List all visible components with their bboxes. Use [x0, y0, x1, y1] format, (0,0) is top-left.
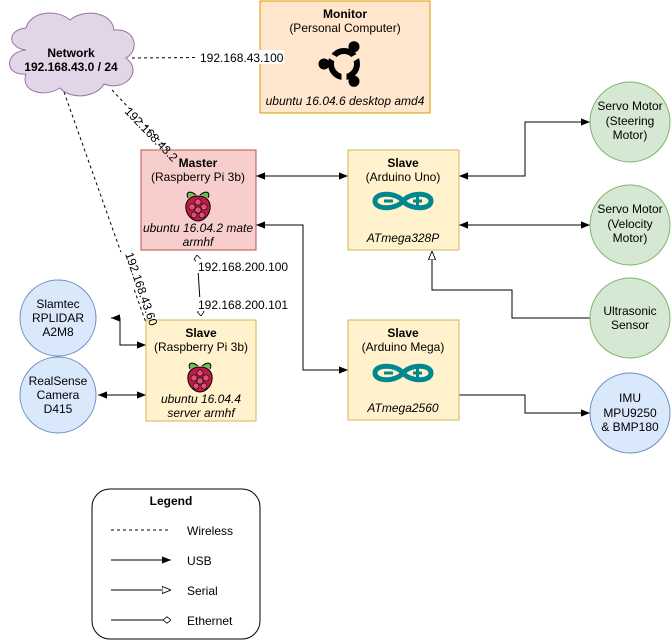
slamtec-line3: A2M8: [42, 325, 74, 339]
realsense-node: RealSense Camera D415: [19, 356, 97, 434]
slamtec-node: Slamtec RPLIDAR A2M8: [19, 279, 97, 357]
ultrasonic-line1: Ultrasonic: [603, 304, 656, 318]
master-os-line1: ubuntu 16.04.2 mate: [143, 221, 253, 235]
servo-velocity-line2: (Velocity: [607, 217, 652, 231]
usb-mega-imu: [459, 394, 590, 417]
slave-pi-os-line1: ubuntu 16.04.4: [161, 392, 241, 406]
imu-line2: MPU9250: [603, 406, 657, 420]
legend-ethernet-label: Ethernet: [187, 614, 233, 628]
usb-slamtec-slave: [111, 314, 146, 349]
realsense-line1: RealSense: [29, 374, 88, 388]
monitor-subtitle: (Personal Computer): [289, 21, 400, 35]
slave-mega-chip: ATmega2560: [366, 401, 438, 415]
servo-steering-node: Servo Motor (Steering Motor): [589, 81, 671, 163]
network-title: Network: [47, 46, 95, 60]
servo-velocity-node: Servo Motor (Velocity Motor): [589, 184, 671, 266]
master-subtitle: (Raspberry Pi 3b): [151, 170, 245, 184]
master-node: Master (Raspberry Pi 3b) ubuntu 16.04.2 …: [140, 149, 257, 251]
slave-mega-title: Slave: [387, 326, 419, 340]
imu-line1: IMU: [619, 391, 641, 405]
servo-velocity-line1: Servo Motor: [597, 202, 662, 216]
imu-line3: & BMP180: [601, 420, 659, 434]
legend-wireless-label: Wireless: [187, 524, 233, 538]
slave-eth-ip-label: 192.168.200.101: [198, 298, 288, 312]
monitor-ip-label: 192.168.43.100: [200, 51, 284, 65]
monitor-os: ubuntu 16.04.6 desktop amd4: [266, 94, 425, 108]
legend-serial-label: Serial: [187, 584, 218, 598]
ultrasonic-line2: Sensor: [611, 318, 649, 332]
slave-uno-title: Slave: [387, 156, 419, 170]
usb-master-mega: [256, 221, 348, 374]
ultrasonic-node: Ultrasonic Sensor: [589, 277, 671, 359]
legend: Legend Wireless USB Serial Ethernet: [91, 488, 261, 640]
servo-steering-line1: Servo Motor: [597, 99, 662, 113]
master-eth-ip-label: 192.168.200.100: [198, 260, 288, 274]
usb-uno-steering: [459, 118, 590, 180]
slave-mega-subtitle: (Arduino Mega): [362, 340, 445, 354]
monitor-node: Monitor (Personal Computer) ubuntu 16.04…: [259, 0, 431, 114]
monitor-title: Monitor: [323, 7, 367, 21]
legend-title: Legend: [150, 494, 193, 508]
raspberry-pi-icon: [185, 191, 211, 222]
realsense-line2: Camera: [37, 388, 80, 402]
realsense-line3: D415: [44, 402, 73, 416]
legend-usb-label: USB: [187, 554, 212, 568]
slamtec-line1: Slamtec: [36, 297, 79, 311]
servo-steering-line3: Motor): [613, 128, 648, 142]
slave-pi-title: Slave: [185, 326, 217, 340]
slave-pi-os-line2: server armhf: [167, 406, 236, 420]
slave-mega-node: Slave (Arduino Mega) ATmega2560: [347, 319, 460, 421]
slave-uno-chip: ATmega328P: [366, 231, 440, 245]
master-os-line2: armhf: [183, 235, 215, 249]
wireless-slave-pi-link: [63, 91, 151, 335]
servo-velocity-line3: Motor): [613, 231, 648, 245]
imu-node: IMU MPU9250 & BMP180: [589, 372, 671, 454]
slave-pi-node: Slave (Raspberry Pi 3b) ubuntu 16.04.4 s…: [145, 319, 257, 422]
serial-uno-ultrasonic: [432, 251, 590, 319]
slamtec-line2: RPLIDAR: [32, 311, 84, 325]
slave-uno-node: Slave (Arduino Uno) ATmega328P: [347, 149, 460, 251]
servo-steering-line2: (Steering: [606, 114, 655, 128]
slave-uno-subtitle: (Arduino Uno): [366, 170, 441, 184]
network-cloud: Network 192.168.43.0 / 24: [9, 12, 135, 97]
raspberry-pi-icon: [187, 362, 213, 393]
ubuntu-logo-icon: [318, 41, 361, 87]
network-subnet: 192.168.43.0 / 24: [24, 60, 118, 74]
slave-pi-subtitle: (Raspberry Pi 3b): [154, 340, 248, 354]
master-title: Master: [179, 156, 218, 170]
